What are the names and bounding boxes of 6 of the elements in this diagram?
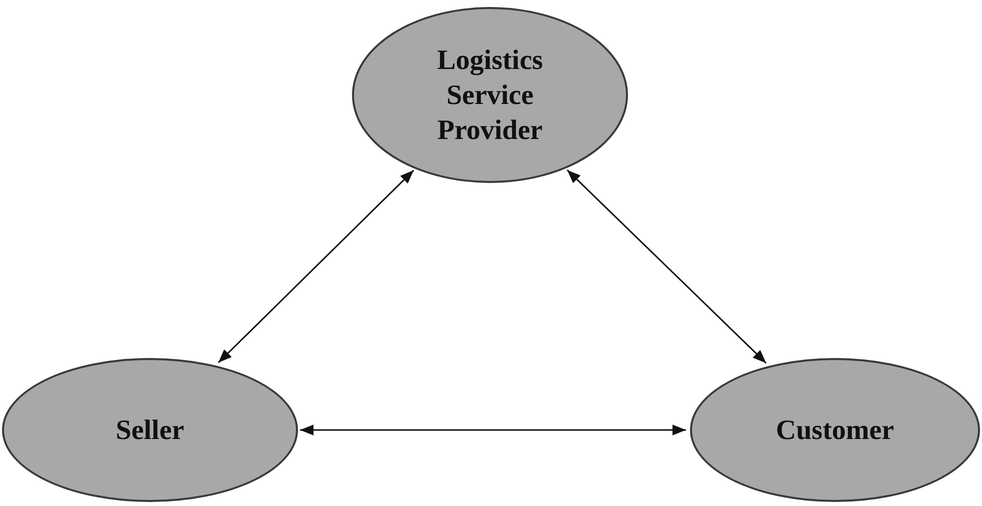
node-label: Customer [776, 414, 894, 448]
double-arrow [300, 424, 686, 436]
double-arrow [218, 170, 414, 364]
node-label: Seller [116, 414, 184, 448]
double-arrow [566, 169, 767, 364]
node-label: Logistics Service Provider [436, 44, 544, 148]
